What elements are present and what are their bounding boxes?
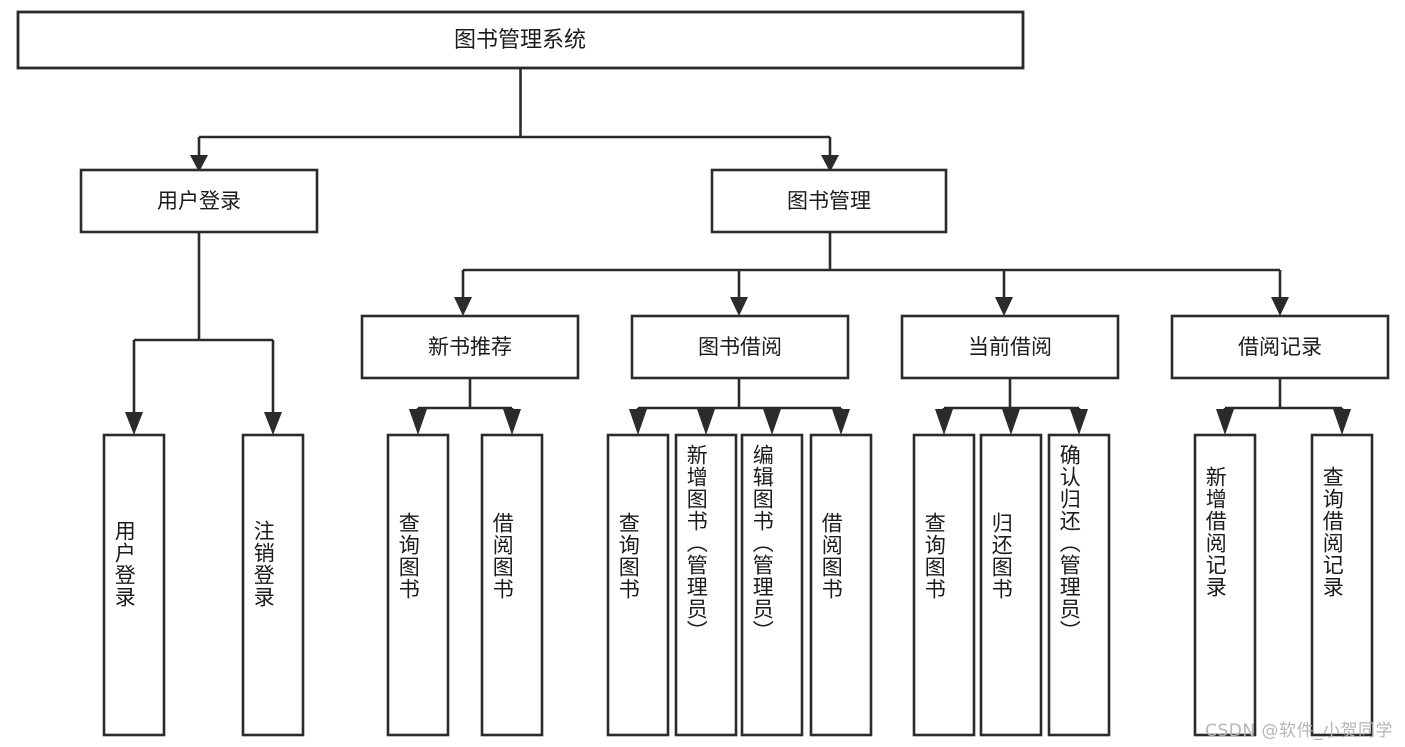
connector-group-newbook-to-leaves — [409, 378, 521, 435]
leaf-box-borrow-book-1[interactable] — [480, 433, 544, 737]
connector-group-currentborrow-to-leaves — [935, 378, 1088, 435]
leaf-box-query-book-3[interactable] — [912, 433, 976, 737]
connector-group-borrowrecord-to-leaves — [1216, 378, 1351, 435]
node-label-new-book-recommend: 新书推荐 — [428, 335, 512, 359]
leaf-box-user-login[interactable] — [102, 433, 166, 737]
leaf-box-add-book[interactable] — [674, 433, 738, 737]
connector-group-bookmanage-to-level3 — [454, 232, 1289, 316]
arrow-head-leaf-return-book — [1002, 409, 1020, 435]
arrow-head-book-manage — [821, 155, 839, 172]
arrow-head-leaf-logout — [264, 412, 282, 435]
arrow-head-borrowrecord — [1271, 297, 1289, 316]
arrow-head-leaf-add-book — [697, 409, 715, 435]
arrow-head-currentborrow — [995, 297, 1013, 316]
arrow-head-leaf-user-login — [125, 412, 143, 435]
watermark-text: CSDN @软件_小贺同学 — [1205, 721, 1393, 741]
arrow-head-leaf-add-record — [1216, 409, 1234, 435]
node-box-new-book-recommend[interactable] — [360, 314, 580, 380]
node-label-book-borrow: 图书借阅 — [698, 335, 782, 359]
arrow-head-leaf-borrow-book-2 — [832, 409, 850, 435]
arrow-head-leaf-edit-book — [763, 409, 781, 435]
arrow-head-leaf-confirm-return — [1070, 409, 1088, 435]
node-box-borrow-record[interactable] — [1170, 314, 1390, 380]
leaf-box-borrow-book-2[interactable] — [809, 433, 873, 737]
arrow-head-leaf-query-book-3 — [935, 409, 953, 435]
node-label-current-borrow: 当前借阅 — [968, 335, 1052, 359]
leaf-box-query-book-2[interactable] — [606, 433, 670, 737]
node-label-book-manage: 图书管理 — [787, 189, 871, 213]
node-box-root[interactable] — [16, 10, 1025, 70]
leaf-box-confirm-return[interactable] — [1047, 433, 1111, 737]
leaf-box-query-record[interactable] — [1310, 433, 1374, 737]
arrow-head-newbook — [454, 297, 472, 316]
leaf-box-edit-book[interactable] — [740, 433, 804, 737]
node-box-current-borrow[interactable] — [900, 314, 1120, 380]
node-box-book-manage[interactable] — [710, 168, 948, 234]
leaf-box-query-book-1[interactable] — [386, 433, 450, 737]
node-label-borrow-record: 借阅记录 — [1238, 335, 1322, 359]
arrow-head-leaf-query-book-2 — [629, 409, 647, 435]
connector-group-userlogin-to-leaves — [125, 232, 282, 435]
leaf-box-return-book[interactable] — [979, 433, 1043, 737]
connector-group-bookborrow-to-leaves — [629, 378, 850, 435]
node-label-user-login: 用户登录 — [157, 189, 241, 213]
node-label-root: 图书管理系统 — [454, 28, 586, 53]
node-box-book-borrow[interactable] — [630, 314, 850, 380]
arrow-head-leaf-borrow-book-1 — [503, 409, 521, 435]
arrow-head-user-login — [190, 155, 208, 172]
leaf-box-add-record[interactable] — [1193, 433, 1257, 737]
connector-group-root-to-level2 — [190, 68, 839, 172]
leaf-box-logout[interactable] — [241, 433, 305, 737]
arrow-head-leaf-query-record — [1333, 409, 1351, 435]
node-box-user-login[interactable] — [79, 168, 319, 234]
arrow-head-bookborrow — [730, 297, 748, 316]
arrow-head-leaf-query-book-1 — [409, 409, 427, 435]
